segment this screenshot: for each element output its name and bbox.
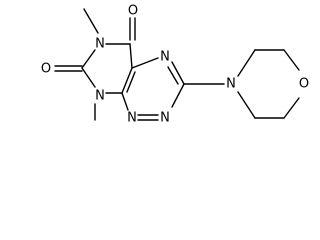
atom-n-methyl-bottom: N xyxy=(95,89,105,104)
bond-n-upper-c3-inner xyxy=(167,66,179,85)
atom-o-left: O xyxy=(41,62,51,77)
bond-morph-4 xyxy=(283,97,300,119)
bond-c8a-c4a xyxy=(121,67,133,94)
bond-n1-c8a xyxy=(121,92,129,111)
bond-c4a-n-upper xyxy=(131,57,159,69)
atom-o-top: O xyxy=(128,4,138,19)
atom-labels: O N O N N O N N N xyxy=(41,4,309,126)
bond-morph-6 xyxy=(237,91,256,119)
bond-c4a-c5 xyxy=(129,43,133,69)
bonds xyxy=(54,8,300,121)
bond-c8a-inner xyxy=(126,71,136,93)
bond-morph-1 xyxy=(237,49,256,77)
bond-n-upper-c3 xyxy=(171,61,185,85)
atom-n-morpholine: N xyxy=(226,77,236,92)
atom-n-methyl-top: N xyxy=(95,37,105,52)
bond-c3-n2 xyxy=(171,83,185,108)
atom-o-morpholine: O xyxy=(299,77,309,92)
chemical-structure: O N O N N O N N N xyxy=(41,4,309,126)
bond-n6-c7 xyxy=(81,49,96,69)
atom-n-triazine-1: N xyxy=(127,111,137,126)
atom-n-ring-upper-right: N xyxy=(160,50,170,65)
bond-c7-n8 xyxy=(81,67,96,88)
atom-n-triazine-2: N xyxy=(160,111,170,126)
bond-morph-3 xyxy=(283,49,300,71)
bond-methyl-top xyxy=(83,8,99,34)
